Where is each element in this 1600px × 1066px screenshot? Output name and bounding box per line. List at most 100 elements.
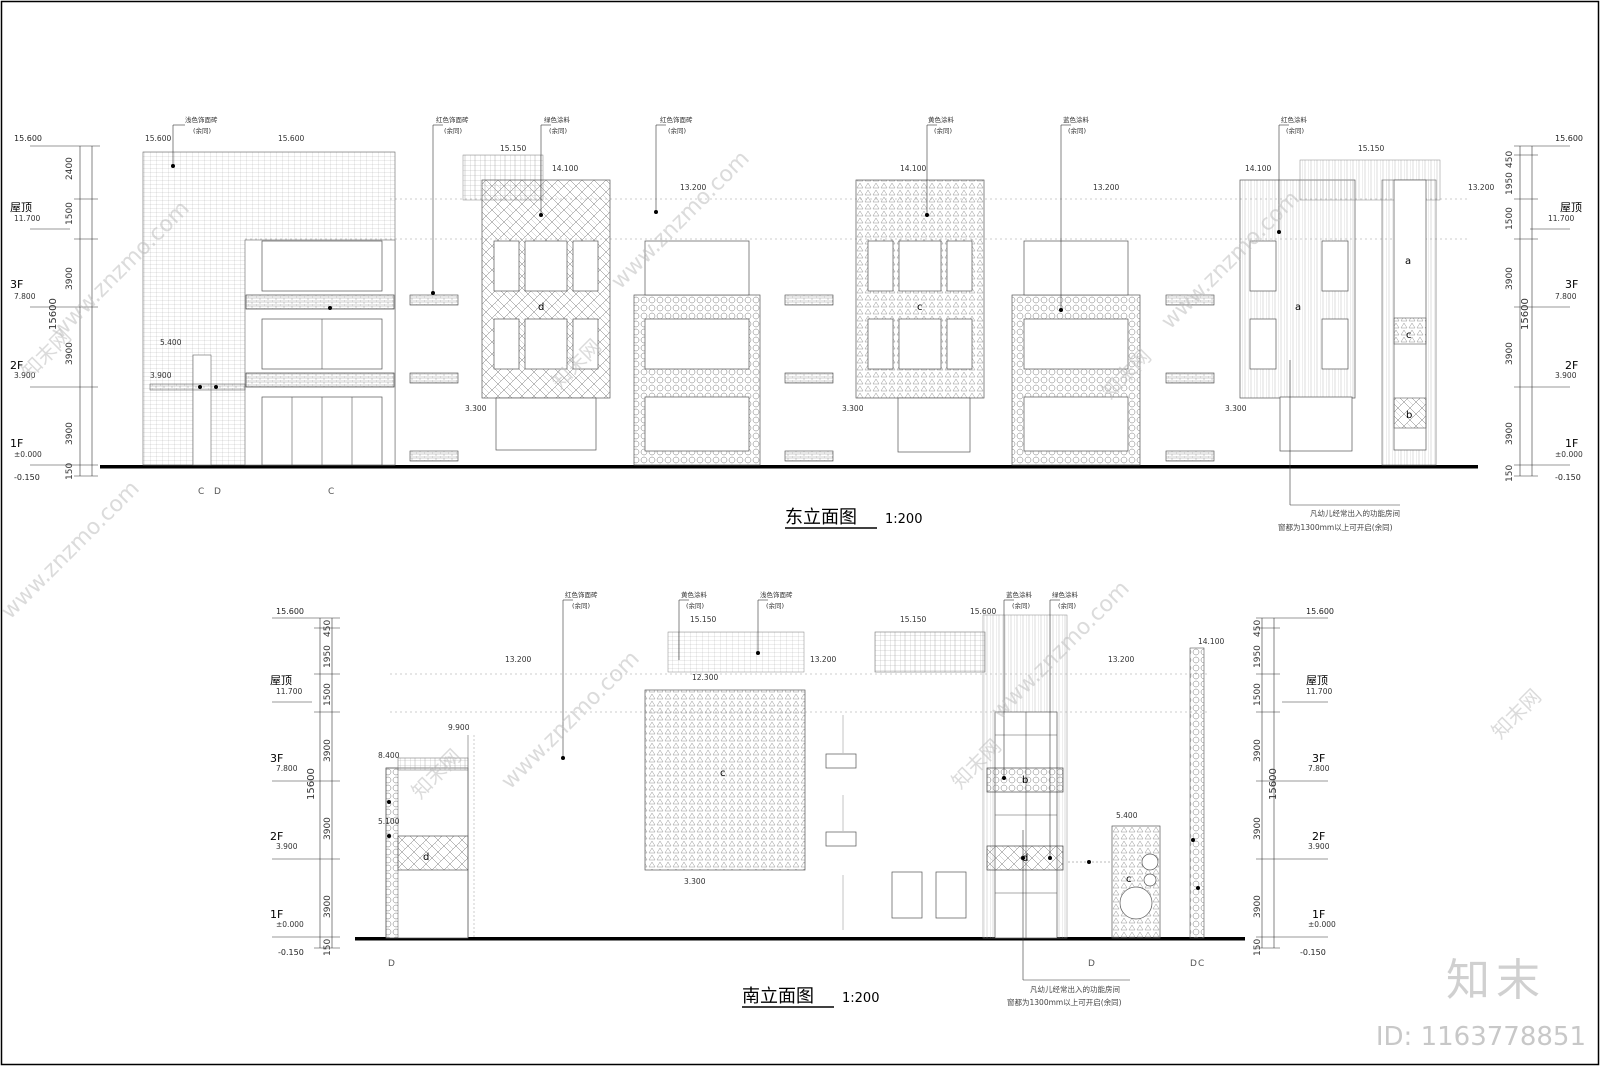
south-dim-right-6: 150: [1253, 939, 1263, 956]
south-floor-3f-elev-left: 7.800: [276, 764, 298, 773]
south-elevation: 15.600 15.600 -0.150 -0.150 屋顶 3F 2F 1F …: [270, 590, 1336, 1008]
south-floor-roof-left: 屋顶: [270, 674, 292, 687]
east-dim-left-0: 2400: [65, 157, 75, 180]
east-note-line2: 窗都为1300mm以上可开启(余同): [1278, 522, 1393, 532]
south-ground-line: [355, 937, 1245, 941]
east-mat-4: 黄色涂料: [928, 115, 955, 124]
east-elev-9: 13.200: [1468, 183, 1494, 192]
south-dim-left-1: 1950: [323, 645, 333, 668]
south-dim-right-total: 15600: [1268, 768, 1279, 800]
south-dim-right-4: 3900: [1253, 817, 1263, 840]
east-dim-left-1: 1500: [65, 202, 75, 225]
east-bottom-elev-right: -0.150: [1555, 473, 1581, 482]
east-floor-2f-right: 2F: [1565, 359, 1578, 372]
east-elev-8: 15.150: [1358, 144, 1384, 153]
east-dim-left-4: 3900: [65, 422, 75, 445]
east-elev-2: 15.150: [500, 144, 526, 153]
east-mat-6: 红色涂料: [1281, 115, 1308, 124]
east-floor-1f-elev-left: ±0.000: [14, 450, 42, 459]
south-elev-0: 13.200: [505, 655, 531, 664]
south-dim-right-3: 3900: [1253, 739, 1263, 762]
south-axis-mark-0: D: [388, 959, 395, 969]
south-floor-1f-elev-left: ±0.000: [276, 920, 304, 929]
east-bottom-elev-left: -0.150: [14, 473, 40, 482]
east-elev-1: 15.600: [278, 134, 304, 143]
south-dim-left-2: 1500: [323, 683, 333, 706]
south-dim-left-3: 3900: [323, 739, 333, 762]
south-elev-6: 14.100: [1198, 637, 1224, 646]
south-scale: 1:200: [842, 991, 879, 1006]
south-floor-2f-right: 2F: [1312, 830, 1325, 843]
east-elev-12: 3.300: [465, 404, 487, 413]
east-mat-4-sub: (余同): [934, 126, 952, 135]
watermark-text: www.znzmo.com: [0, 476, 145, 624]
south-elev-3: 15.150: [900, 615, 926, 624]
east-dim-right-6: 150: [1505, 465, 1515, 482]
south-axis-mark-1: D: [1088, 959, 1095, 969]
south-dim-right-0: 450: [1253, 620, 1263, 637]
south-mat-2-sub: (余同): [766, 601, 784, 610]
south-mat-1-sub: (余同): [686, 601, 704, 610]
south-tag-c: c: [720, 768, 726, 779]
south-floor-1f-left: 1F: [270, 908, 283, 921]
south-floor-roof-right: 屋顶: [1306, 674, 1328, 687]
south-floor-3f-left: 3F: [270, 752, 283, 765]
south-mat-1: 黄色涂料: [681, 590, 708, 599]
south-dim-right-5: 3900: [1253, 895, 1263, 918]
east-dim-right-total: 15600: [1520, 298, 1531, 330]
south-mat-4: 绿色涂料: [1052, 590, 1079, 599]
east-tag-b: b: [1406, 410, 1412, 421]
east-top-elev-left: 15.600: [14, 134, 42, 143]
east-elev-13: 3.300: [842, 404, 864, 413]
south-elev-1: 15.150: [690, 615, 716, 624]
east-elev-7: 14.100: [1245, 164, 1271, 173]
east-floor-3f-elev-right: 7.800: [1555, 292, 1577, 301]
east-floor-3f-elev-left: 7.800: [14, 292, 36, 301]
south-top-elev-left: 15.600: [276, 607, 304, 616]
watermark-text: www.znzmo.com: [497, 646, 645, 794]
south-dim-left-total: 15600: [306, 768, 317, 800]
south-top-elev-right: 15.600: [1306, 607, 1334, 616]
east-window-3f: [261, 240, 383, 292]
south-parapet-1: [667, 631, 805, 673]
south-dim-left-4: 3900: [323, 817, 333, 840]
south-parapet-2: [874, 631, 986, 673]
east-mat-2-sub: (余同): [549, 126, 567, 135]
east-elev-0: 15.600: [145, 134, 171, 143]
east-mat-5: 蓝色涂料: [1063, 115, 1090, 124]
east-note-line1: 凡幼儿经常出入的功能房间: [1310, 508, 1400, 518]
east-dim-left-5: 150: [65, 463, 75, 480]
east-dim-left-2: 3900: [65, 267, 75, 290]
east-floor-2f-elev-left: 3.900: [14, 371, 36, 380]
south-floor-2f-left: 2F: [270, 830, 283, 843]
south-bottom-elev-left: -0.150: [278, 948, 304, 957]
south-tag-b: b: [1022, 775, 1028, 786]
east-tag-a-1: a: [1295, 302, 1301, 313]
south-dim-left-6: 150: [323, 939, 333, 956]
east-mat-6-sub: (余同): [1286, 126, 1304, 135]
east-floor-1f-elev-right: ±0.000: [1555, 450, 1583, 459]
east-elev-4: 13.200: [680, 183, 706, 192]
east-mat-0-sub: (余同): [193, 126, 211, 135]
east-elev-6: 13.200: [1093, 183, 1119, 192]
east-mat-3-sub: (余同): [668, 126, 686, 135]
south-bottom-elev-right: -0.150: [1300, 948, 1326, 957]
south-floor-2f-elev-right: 3.900: [1308, 842, 1330, 851]
south-block-yellow: [644, 689, 806, 871]
south-tag-c-2: c: [1126, 874, 1132, 885]
south-floor-roof-elev-right: 11.700: [1306, 687, 1332, 696]
south-floor-1f-right: 1F: [1312, 908, 1325, 921]
south-tag-d-2: d: [1022, 853, 1028, 864]
south-title: 南立面图: [742, 986, 814, 1007]
south-dim-left-0: 450: [323, 620, 333, 637]
east-mat-5-sub: (余同): [1068, 126, 1086, 135]
south-elev-11: 5.400: [1116, 811, 1138, 820]
south-elev-8: 9.900: [448, 723, 470, 732]
brand-logo-text: 知末: [1446, 955, 1546, 1006]
east-stair-column: [192, 354, 212, 466]
south-tag-d: d: [423, 852, 429, 863]
south-dim-right-2: 1500: [1253, 683, 1263, 706]
south-axis-mark-2: D: [1190, 959, 1197, 969]
south-mat-0-sub: (余同): [572, 601, 590, 610]
